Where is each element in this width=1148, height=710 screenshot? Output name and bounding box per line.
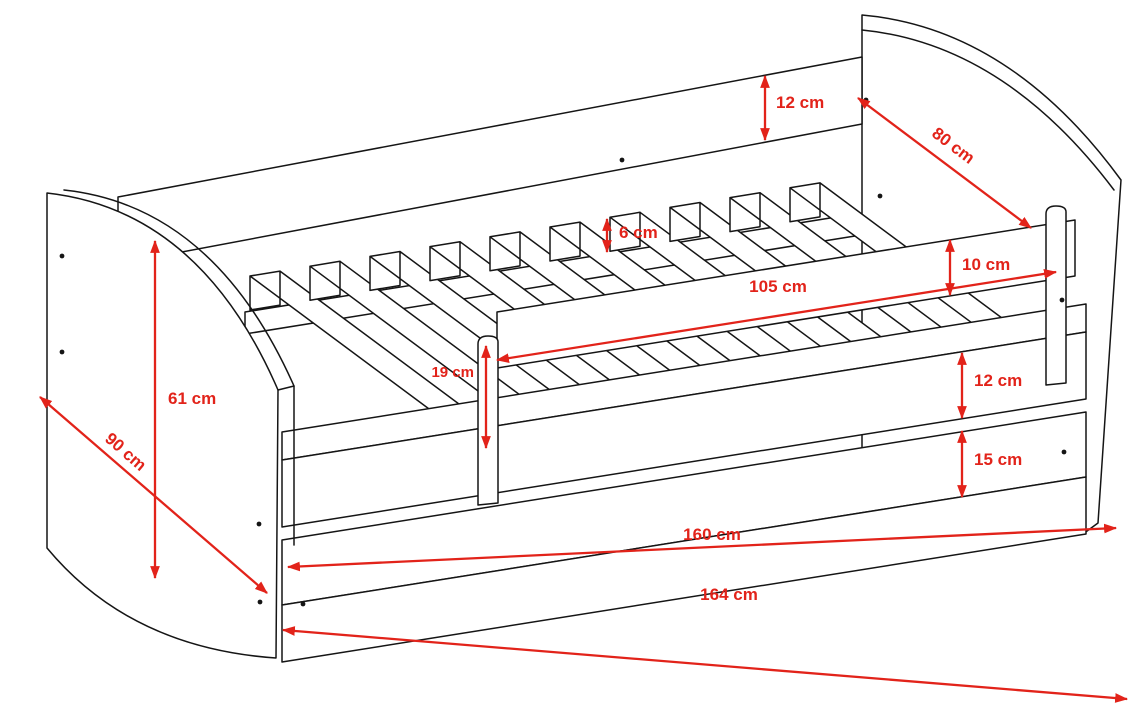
headboard-edge-line — [861, 29, 1115, 191]
footboard-panel — [46, 189, 295, 659]
guard-post-right — [1045, 205, 1067, 386]
dimension-slat-thickness: 6 cm — [602, 217, 658, 254]
dimension-label: 10 cm — [962, 255, 1010, 274]
dimension-label: 19 cm — [431, 364, 474, 381]
dimension-guard-rail-length: 105 cm — [495, 269, 1058, 363]
dimension-side-rail-height: 12 cm — [957, 351, 1022, 420]
dimension-guard-post-height: 19 cm — [431, 344, 491, 450]
footboard-front-edge — [277, 385, 295, 546]
footboard-edge-line — [63, 189, 295, 387]
dimension-label: 105 cm — [749, 277, 807, 296]
dimension-mattress-length: 160 cm — [286, 523, 1118, 572]
dimension-label: 12 cm — [776, 93, 824, 112]
dimension-label: 15 cm — [974, 450, 1022, 469]
dimension-label: 160 cm — [683, 525, 741, 544]
dimension-label: 164 cm — [700, 585, 758, 604]
dimension-drawer-front-height: 15 cm — [957, 429, 1022, 499]
dimension-back-rail-height: 12 cm — [760, 74, 824, 142]
dimension-label: 12 cm — [974, 371, 1022, 390]
dimension-overall-length: 164 cm — [281, 585, 1129, 703]
guard-post-left — [477, 335, 499, 506]
dimension-label: 6 cm — [619, 223, 658, 242]
dimension-label: 61 cm — [168, 389, 216, 408]
